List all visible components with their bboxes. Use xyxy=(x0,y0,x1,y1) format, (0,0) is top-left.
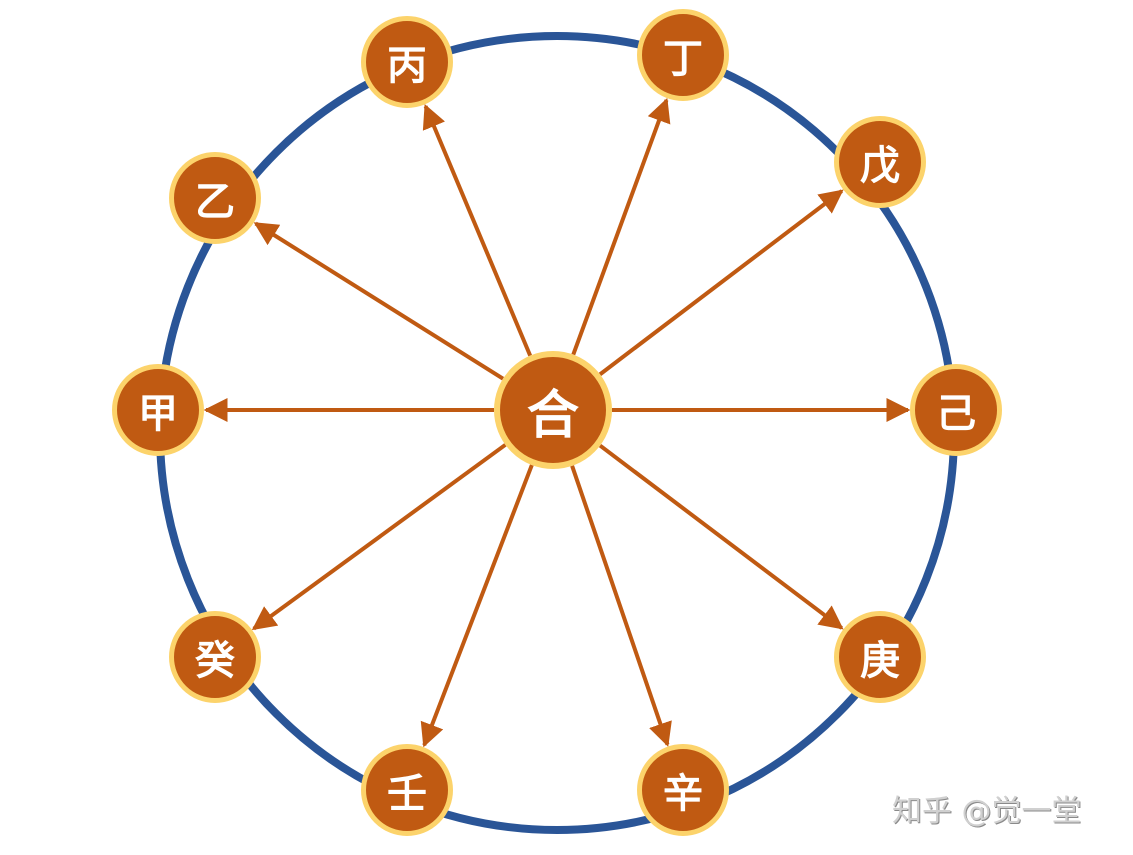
stem-label: 甲 xyxy=(138,390,178,437)
stem-node: 乙 xyxy=(169,152,261,244)
center-label: 合 xyxy=(526,384,579,446)
arrow xyxy=(253,221,505,381)
stem-label: 辛 xyxy=(663,770,703,817)
arrows xyxy=(203,97,911,748)
arrow xyxy=(570,465,672,747)
arrow xyxy=(571,97,671,356)
arrow xyxy=(598,443,844,630)
stem-label: 丁 xyxy=(663,35,703,82)
stem-label: 己 xyxy=(936,390,976,437)
arrow xyxy=(251,443,507,631)
stem-label: 戊 xyxy=(860,142,900,189)
stem-node: 辛 xyxy=(637,744,729,836)
stem-node: 庚 xyxy=(834,611,926,703)
stem-node: 癸 xyxy=(169,611,261,703)
stem-node: 戊 xyxy=(834,116,926,208)
stem-label: 乙 xyxy=(195,178,235,225)
stem-node: 己 xyxy=(910,364,1002,456)
stem-node: 丁 xyxy=(637,9,729,101)
stem-node: 壬 xyxy=(361,744,453,836)
watermark: 知乎 @觉一堂 xyxy=(892,794,1082,829)
stem-node: 甲 xyxy=(112,364,204,456)
stem-label: 庚 xyxy=(860,637,900,684)
center-node-he: 合 xyxy=(494,351,612,469)
stem-node: 丙 xyxy=(361,16,453,108)
arrow xyxy=(420,464,534,748)
stem-label: 丙 xyxy=(387,42,427,89)
stem-label: 壬 xyxy=(387,770,427,817)
arrow xyxy=(598,189,844,376)
stem-label: 癸 xyxy=(195,637,235,684)
arrow xyxy=(422,104,533,357)
